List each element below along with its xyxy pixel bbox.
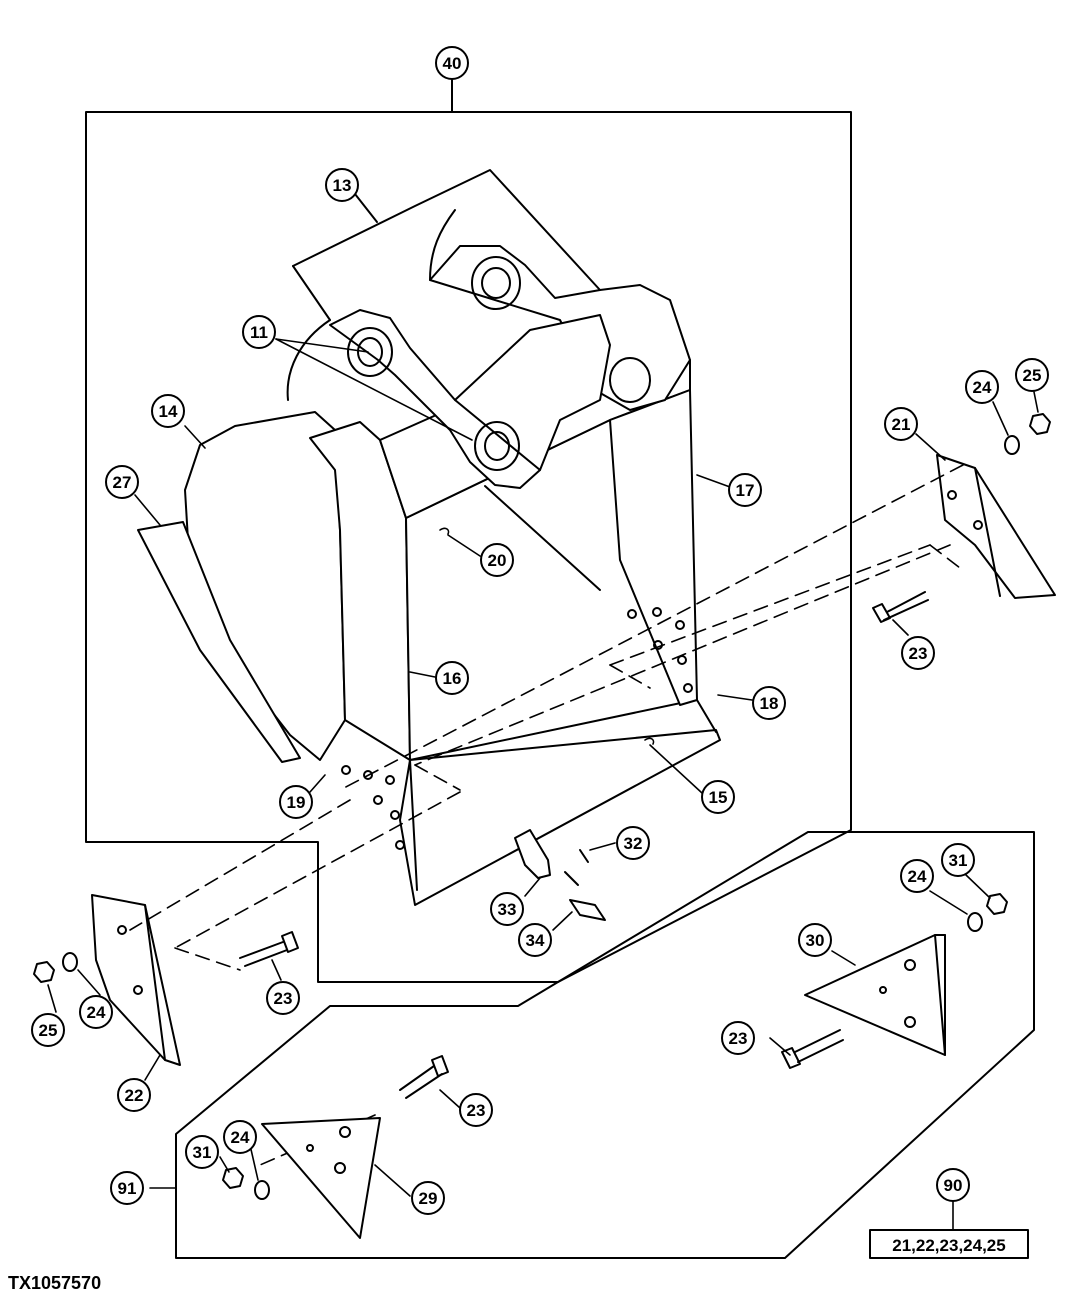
callout-91: 91 (110, 1171, 144, 1205)
callout-17: 17 (728, 473, 762, 507)
bolt-23-right (872, 591, 929, 623)
svg-text:18: 18 (760, 694, 779, 713)
nut-25-left (33, 961, 55, 983)
side-holes-left (341, 765, 405, 850)
svg-text:34: 34 (526, 931, 545, 950)
callout-25-left: 25 (31, 1013, 65, 1047)
callout-11: 11 (242, 315, 276, 349)
callout-30: 30 (798, 923, 832, 957)
svg-text:19: 19 (287, 793, 306, 812)
svg-text:25: 25 (1023, 366, 1042, 385)
callout-33: 33 (490, 892, 524, 926)
svg-text:21: 21 (892, 415, 911, 434)
svg-text:24: 24 (87, 1003, 106, 1022)
kit-91-boundary (175, 831, 1035, 1259)
callout-20: 20 (480, 543, 514, 577)
nut-25-right (1029, 413, 1051, 435)
nut-31-kit-right (986, 893, 1008, 915)
callout-23-kit-left: 23 (459, 1093, 493, 1127)
boss-upper-right (471, 256, 521, 310)
svg-text:91: 91 (118, 1179, 137, 1198)
callout-24-kit-right: 24 (900, 859, 934, 893)
callout-24-left: 24 (79, 995, 113, 1029)
svg-text:25: 25 (39, 1021, 58, 1040)
svg-text:15: 15 (709, 788, 728, 807)
washer-24-kit-right (967, 912, 983, 932)
svg-text:23: 23 (274, 989, 293, 1008)
svg-text:11: 11 (250, 323, 268, 342)
tooth-33 (514, 829, 551, 879)
svg-text:32: 32 (624, 834, 643, 853)
washer-24-kit-left (254, 1180, 270, 1200)
svg-text:90: 90 (944, 1176, 963, 1195)
callout-31-kit-left: 31 (185, 1135, 219, 1169)
callout-15: 15 (701, 780, 735, 814)
callout-32: 32 (616, 826, 650, 860)
svg-text:31: 31 (193, 1143, 212, 1162)
washer-24-left (62, 952, 78, 972)
bolt-23-kit-right (781, 1029, 844, 1069)
svg-text:24: 24 (231, 1128, 250, 1147)
callout-21: 21 (884, 407, 918, 441)
side-cutter-22 (91, 894, 181, 1066)
svg-text:16: 16 (443, 669, 462, 688)
callout-16: 16 (435, 661, 469, 695)
callout-23-left: 23 (266, 981, 300, 1015)
svg-text:31: 31 (949, 851, 968, 870)
svg-text:22: 22 (125, 1086, 144, 1105)
callout-29: 29 (411, 1181, 445, 1215)
kit-90-contents: 21,22,23,24,25 (892, 1236, 1005, 1255)
svg-text:20: 20 (488, 551, 507, 570)
svg-text:30: 30 (806, 931, 825, 950)
callout-18: 18 (752, 686, 786, 720)
washer-24-right (1004, 435, 1020, 455)
callout-34: 34 (518, 923, 552, 957)
svg-text:17: 17 (736, 481, 755, 500)
boss-11-lower (474, 421, 520, 471)
svg-text:14: 14 (159, 402, 178, 421)
callout-24-kit-left: 24 (223, 1120, 257, 1154)
callout-23-right: 23 (901, 636, 935, 670)
side-cutter-30 (804, 934, 946, 1056)
callout-23-kit-right: 23 (721, 1021, 755, 1055)
svg-text:23: 23 (909, 644, 928, 663)
side-cutter-29 (261, 1117, 381, 1239)
bucket-body (184, 359, 721, 906)
callout-40: 40 (435, 46, 469, 80)
svg-text:13: 13 (333, 176, 352, 195)
retainer-34 (569, 899, 606, 921)
callout-24-right: 24 (965, 370, 999, 404)
svg-text:24: 24 (908, 867, 927, 886)
svg-text:27: 27 (113, 473, 132, 492)
svg-text:23: 23 (729, 1029, 748, 1048)
svg-text:24: 24 (973, 378, 992, 397)
callout-90: 90 (936, 1168, 970, 1202)
callout-22: 22 (117, 1078, 151, 1112)
boss-11-upper (347, 327, 393, 377)
bolt-23-kit-left (399, 1055, 449, 1099)
svg-text:33: 33 (498, 900, 517, 919)
nut-31-kit-left (222, 1167, 244, 1189)
assembly-40-boundary (85, 111, 852, 983)
callout-19: 19 (279, 785, 313, 819)
bolt-23-left (239, 931, 299, 967)
svg-text:23: 23 (467, 1101, 486, 1120)
callout-31-kit-right: 31 (941, 843, 975, 877)
callout-13: 13 (325, 168, 359, 202)
figure-id: TX1057570 (8, 1273, 102, 1293)
callout-14: 14 (151, 394, 185, 428)
svg-text:29: 29 (419, 1189, 438, 1208)
kit-90-contents-box: 21,22,23,24,25 (869, 1229, 1029, 1259)
callout-25-right: 25 (1015, 358, 1049, 392)
callout-27: 27 (105, 465, 139, 499)
side-holes-right (627, 607, 693, 693)
svg-text:40: 40 (443, 54, 462, 73)
